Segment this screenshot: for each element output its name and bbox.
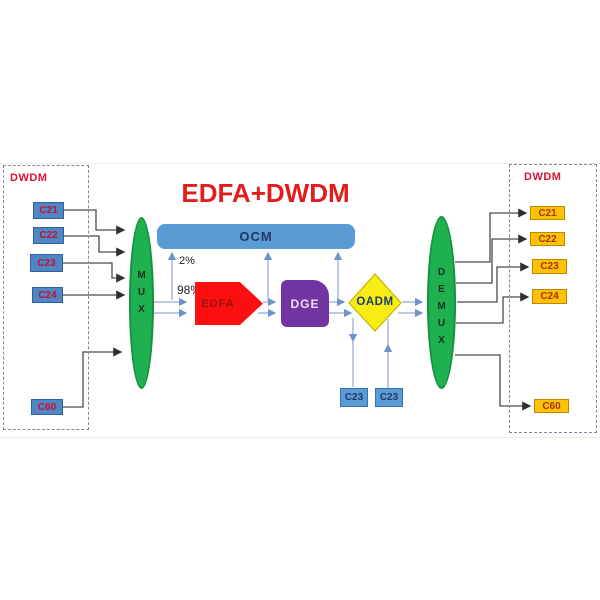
mux-letter-x: X — [138, 303, 145, 315]
line-c21-to-mux — [63, 209, 126, 235]
right-dwdm-label: DWDM — [524, 171, 562, 183]
left-channel-c60: C60 — [31, 399, 63, 415]
line-c60-to-mux — [63, 347, 123, 408]
right-channel-c23: C23 — [532, 259, 567, 274]
slide-top-edge — [0, 163, 600, 164]
oadm-diamond-shape — [348, 273, 402, 332]
left-channel-c21: C21 — [33, 202, 64, 219]
demux-letter-m: M — [437, 301, 446, 312]
oadm-drop-channel: C23 — [340, 388, 368, 407]
demux-ellipse: D E M U X — [427, 216, 456, 389]
line-demux-to-c24 — [456, 292, 530, 324]
left-channel-c22: C22 — [33, 227, 64, 244]
demux-letter-e: E — [438, 284, 445, 295]
dge-block: DGE — [281, 280, 329, 327]
diagram-title: EDFA+DWDM — [181, 178, 350, 208]
right-channel-c21: C21 — [530, 206, 565, 220]
mux-letter-u: U — [137, 286, 146, 298]
right-channel-c24: C24 — [532, 289, 567, 304]
oadm-add-channel: C23 — [375, 388, 403, 407]
line-c22-to-mux — [63, 235, 126, 257]
tap-2pct-label: 2% — [179, 255, 195, 267]
left-dwdm-label: DWDM — [10, 172, 48, 184]
line-c23-to-mux — [63, 262, 126, 283]
oadm-label: OADM — [356, 296, 394, 308]
left-channel-c24: C24 — [32, 287, 63, 303]
line-demux-to-c60 — [455, 354, 532, 411]
right-channel-c60: C60 — [534, 399, 569, 413]
right-dwdm-panel — [509, 164, 597, 433]
demux-letter-u: U — [437, 318, 446, 329]
left-dwdm-panel — [3, 165, 89, 430]
ocm-bar: OCM — [157, 224, 355, 249]
mux-letter-m: M — [137, 269, 146, 281]
mux-ellipse: M U X — [129, 217, 154, 389]
line-demux-to-c23 — [457, 262, 530, 303]
slide-bottom-edge — [0, 437, 600, 438]
right-channel-c22: C22 — [530, 232, 565, 246]
demux-letter-d: D — [437, 267, 446, 278]
line-demux-to-c21 — [455, 208, 528, 263]
left-channel-c23: C23 — [30, 254, 63, 272]
demux-letter-x: X — [438, 335, 445, 346]
